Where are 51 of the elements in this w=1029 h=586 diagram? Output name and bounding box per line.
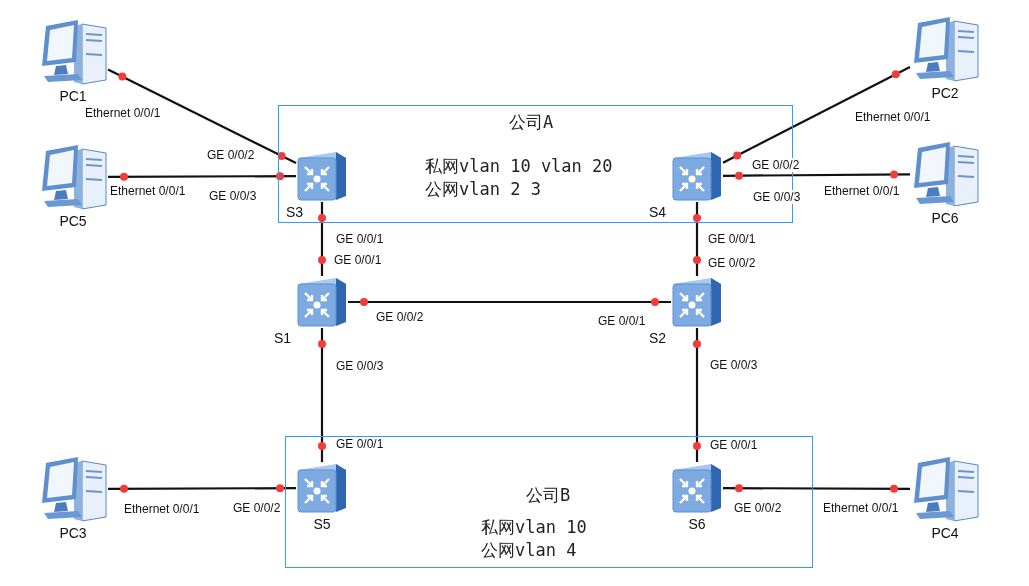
cable: [723, 173, 910, 177]
port-label: GE 0/0/2: [375, 310, 425, 324]
port-label: Ethernet 0/0/1: [84, 106, 162, 120]
cable: [348, 300, 671, 304]
port-label: GE 0/0/1: [333, 253, 383, 267]
port-label: GE 0/0/1: [597, 314, 647, 328]
device-label: S6: [687, 516, 707, 532]
port-label: GE 0/0/2: [751, 158, 801, 172]
port-label: GE 0/0/3: [208, 189, 258, 203]
port-label: GE 0/0/2: [733, 501, 783, 515]
port-label: GE 0/0/1: [709, 438, 759, 452]
port-label: GE 0/0/3: [752, 190, 802, 204]
port-label: GE 0/0/2: [206, 148, 256, 162]
vlan-note: 公网vlan 4: [481, 540, 577, 560]
device-label: S3: [286, 204, 304, 220]
port-label: GE 0/0/3: [335, 359, 385, 373]
port-label: GE 0/0/1: [707, 232, 757, 246]
cable: [320, 202, 324, 276]
device-label: S4: [649, 204, 667, 220]
device-label: S1: [274, 330, 292, 346]
port-label: Ethernet 0/0/1: [854, 110, 932, 124]
vlan-note: 私网vlan 10: [481, 517, 587, 537]
device-label: PC2: [930, 85, 960, 101]
device-label: S5: [312, 516, 332, 532]
port-label: Ethernet 0/0/1: [123, 502, 201, 516]
device-label: PC3: [58, 525, 88, 541]
port-label: GE 0/0/2: [232, 501, 282, 515]
device-label: PC1: [58, 88, 88, 104]
device-label: PC6: [930, 210, 960, 226]
cable: [695, 202, 699, 276]
port-label: Ethernet 0/0/1: [822, 501, 900, 515]
cable: [723, 487, 910, 490]
port-label: Ethernet 0/0/1: [109, 184, 187, 198]
vlan-note: 私网vlan 10 vlan 20: [425, 156, 613, 176]
port-label: Ethernet 0/0/1: [823, 184, 901, 198]
device-label: PC5: [58, 213, 88, 229]
region-title: 公司A: [509, 112, 554, 132]
cable: [108, 487, 296, 490]
vlan-note: 公网vlan 2 3: [425, 179, 541, 199]
device-label: S2: [649, 330, 667, 346]
device-label: PC4: [930, 525, 960, 541]
cable: [722, 65, 911, 164]
cable: [320, 328, 324, 462]
port-label: GE 0/0/2: [707, 256, 757, 270]
cable: [107, 68, 297, 165]
cable: [695, 328, 699, 462]
cable: [108, 175, 296, 178]
port-label: GE 0/0/1: [335, 232, 385, 246]
port-label: GE 0/0/1: [335, 437, 385, 451]
region-title: 公司B: [526, 485, 571, 505]
port-label: GE 0/0/3: [709, 358, 759, 372]
